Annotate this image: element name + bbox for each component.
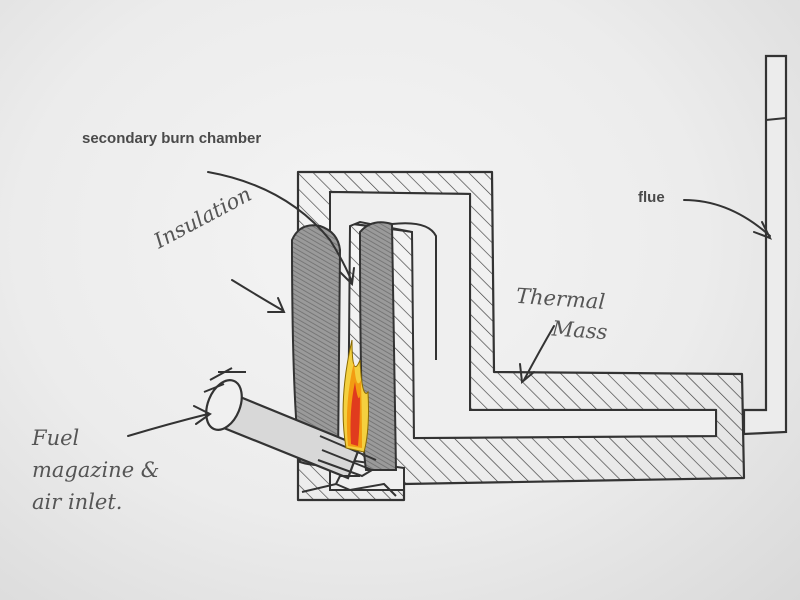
label-fuel-magazine: Fuel magazine & air inlet. xyxy=(32,422,160,518)
heat-riser-cap xyxy=(391,222,437,360)
label-fuel-line2: magazine & xyxy=(32,458,160,482)
heat-riser xyxy=(358,221,398,471)
flue-pipe-outline xyxy=(742,54,788,436)
arrow-secondary-burn xyxy=(207,171,355,287)
label-thermal-mass: Thermal Mass xyxy=(513,281,611,347)
label-thermal-mass-line1: Thermal xyxy=(515,283,606,314)
fuel-magazine xyxy=(203,367,377,480)
label-flue: flue xyxy=(638,189,665,206)
flame-inner xyxy=(350,382,360,446)
label-secondary-burn-chamber: secondary burn chamber xyxy=(82,130,262,147)
fuel-magazine-opening xyxy=(205,379,243,431)
label-fuel-line1: Fuel xyxy=(32,426,80,450)
flame xyxy=(342,339,369,453)
arrow-thermal-mass xyxy=(519,325,555,384)
arrow-insulation xyxy=(231,279,286,313)
leader-arrows xyxy=(127,171,773,437)
fuel-sticks xyxy=(203,367,377,478)
ash-bed xyxy=(301,475,397,497)
arrow-fuel xyxy=(127,405,212,437)
label-thermal-mass-line2: Mass xyxy=(551,316,609,345)
arrow-flue xyxy=(683,199,773,240)
flue-pipe xyxy=(742,54,788,436)
label-fuel-line3: air inlet. xyxy=(32,490,123,514)
flue-pipe-joint xyxy=(765,117,787,121)
